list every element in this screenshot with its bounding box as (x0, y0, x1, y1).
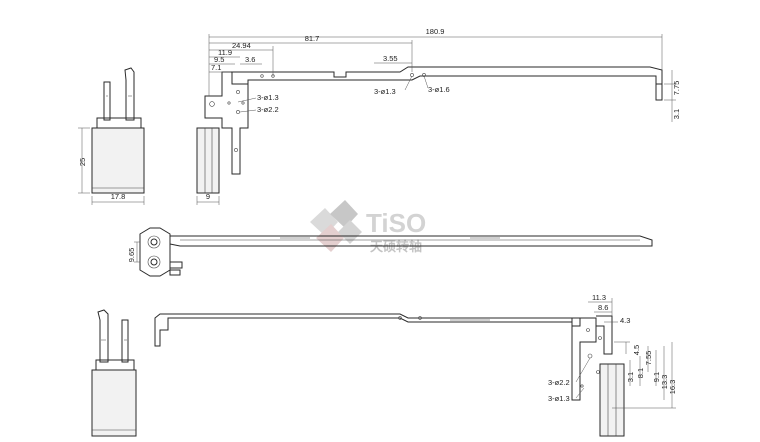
dim-355-label: 3.55 (383, 54, 398, 63)
brand-logo: TiSO 天硕转轴 (310, 200, 426, 254)
dim-113-label: 11.3 (592, 293, 606, 302)
dim-81-label: 81.7 (305, 34, 320, 43)
hole-13a-label: 3-ø1.3 (257, 93, 279, 102)
hole-13-label: 3-ø1.3 (548, 394, 570, 403)
hole-13b-label: 3-ø1.3 (374, 87, 396, 96)
top-front-view: 180.9 81.7 24.94 11.9 9.5 7.1 3.6 3.55 3… (196, 27, 681, 205)
dim-86-label: 8.6 (598, 303, 608, 312)
dim-31-label: 3.1 (672, 109, 681, 119)
dim-91-label: 9.1 (652, 372, 661, 382)
dim-163-label: 16.3 (668, 380, 677, 395)
bottom-side-view (91, 309, 137, 437)
dim-755-label: 7.55 (644, 351, 653, 366)
hole-22-label: 3-ø2.2 (548, 378, 570, 387)
dim-depth-label: 9 (206, 192, 210, 201)
dim-31b-label: 3.1 (626, 372, 635, 382)
dim-24-label: 24.94 (232, 41, 251, 50)
top-side-view: 25 17.8 (78, 67, 145, 205)
dim-36-label: 3.6 (245, 55, 255, 64)
dim-965-label: 9.65 (127, 248, 136, 263)
logo-mark-icon (310, 200, 362, 252)
hole-16-label: 3-ø1.6 (428, 85, 450, 94)
dim-45-label: 4.5 (632, 345, 641, 355)
dim-9-label: 9.5 (214, 55, 224, 64)
bottom-front-view: 11.3 8.6 4.3 4.5 3.1 8.1 7.55 9.1 13.3 1… (154, 293, 677, 437)
hole-22a-label: 3-ø2.2 (257, 105, 279, 114)
middle-view: 9.65 (127, 227, 653, 277)
dim-133-label: 13.3 (660, 375, 669, 390)
dim-7-label: 7.1 (211, 63, 221, 72)
dim-overall-label: 180.9 (426, 27, 445, 36)
dim-11-label: 11.9 (218, 48, 232, 57)
dim-43-label: 4.3 (620, 316, 630, 325)
dim-width-label: 17.8 (111, 192, 126, 201)
dim-81b-label: 8.1 (636, 368, 645, 378)
dim-height-label: 25 (78, 158, 87, 166)
dim-775-label: 7.75 (672, 81, 681, 96)
brand-name: TiSO (366, 208, 426, 238)
